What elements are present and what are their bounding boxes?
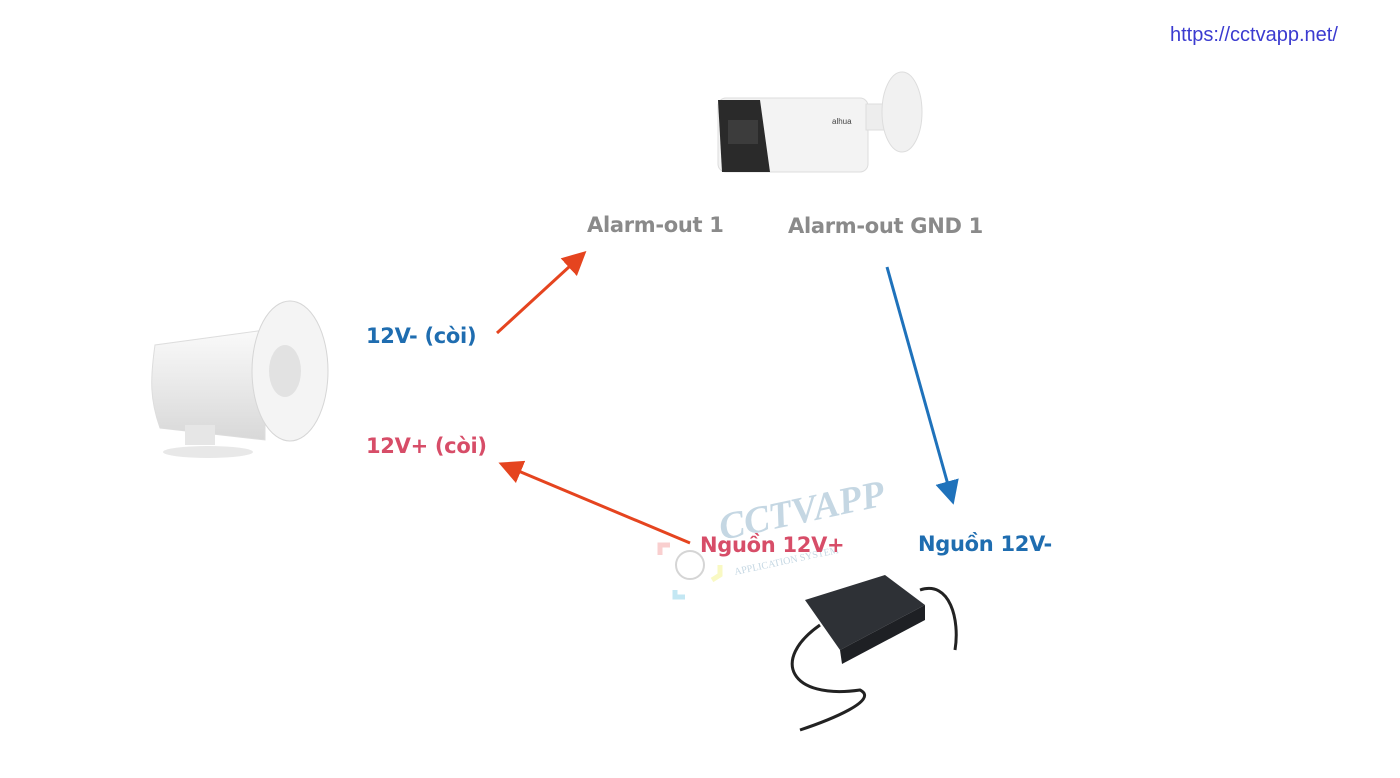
label-alarm-out-gnd-1: Alarm-out GND 1: [788, 214, 983, 238]
label-alarm-out-1: Alarm-out 1: [587, 213, 724, 237]
arrow-power-pos-to-siren-pos: [498, 460, 691, 545]
arrow-siren-neg-to-alarm-out: [495, 250, 587, 335]
label-siren-negative: 12V- (còi): [366, 324, 477, 348]
siren-image: [151, 300, 329, 458]
label-power-positive: Nguồn 12V+: [700, 533, 845, 557]
ip-camera-image: alhua: [717, 71, 923, 173]
label-siren-positive: 12V+ (còi): [366, 434, 487, 458]
website-url[interactable]: https://cctvapp.net/: [1170, 24, 1338, 46]
camera-brand-logo: alhua: [832, 117, 852, 126]
arrow-gnd-to-power-neg: [885, 266, 959, 505]
label-power-negative: Nguồn 12V-: [918, 532, 1052, 556]
power-adapter-image: [790, 575, 958, 732]
